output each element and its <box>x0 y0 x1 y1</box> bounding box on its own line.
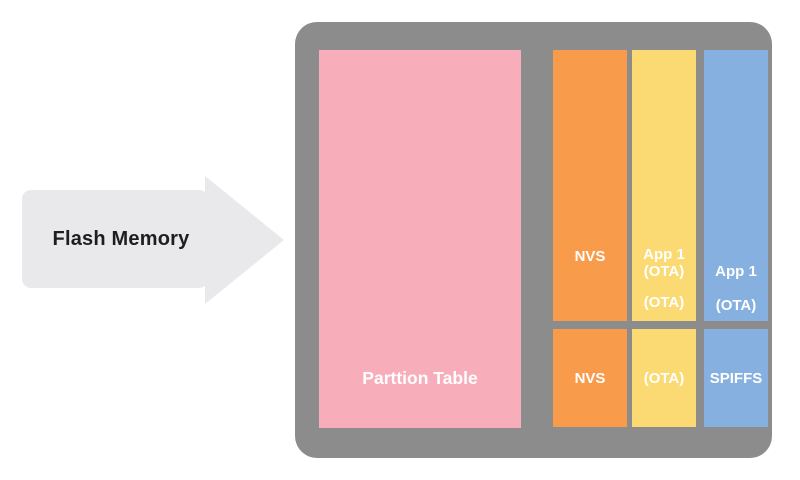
app1-ota-upper-line2: (OTA) <box>643 263 685 280</box>
app1-ota-block-upper: App 1 (OTA) (OTA) <box>632 50 696 321</box>
app1-ota-upper-label: App 1 (OTA) <box>632 246 696 280</box>
partition-table-label: Parttion Table <box>362 368 478 388</box>
nvs-upper-label: NVS <box>574 248 606 265</box>
app1-upper-secondary-label: (OTA) <box>715 297 757 314</box>
app1-ota-upper-line1: App 1 <box>643 246 685 263</box>
flash-layout-container: Parttion Table NVS NVS App 1 (OTA) (OTA)… <box>295 22 772 458</box>
app1-upper-label: App 1 <box>715 263 757 280</box>
ota-block-lower: (OTA) <box>632 329 696 427</box>
arrow-head-shape <box>205 176 284 304</box>
arrow-label: Flash Memory <box>52 227 190 250</box>
app1-ota-upper-secondary-label: (OTA) <box>643 294 685 311</box>
ota-lower-label: (OTA) <box>643 369 685 387</box>
spiffs-block-lower: SPIFFS <box>704 329 768 427</box>
nvs-block-lower: NVS <box>553 329 627 427</box>
arrow-body-shape <box>22 190 208 288</box>
nvs-block-upper: NVS <box>553 50 627 321</box>
spiffs-lower-label: SPIFFS <box>709 369 763 387</box>
app1-block-upper: App 1 (OTA) <box>704 50 768 321</box>
partition-table-block: Parttion Table <box>319 50 521 428</box>
nvs-lower-label: NVS <box>574 369 606 387</box>
